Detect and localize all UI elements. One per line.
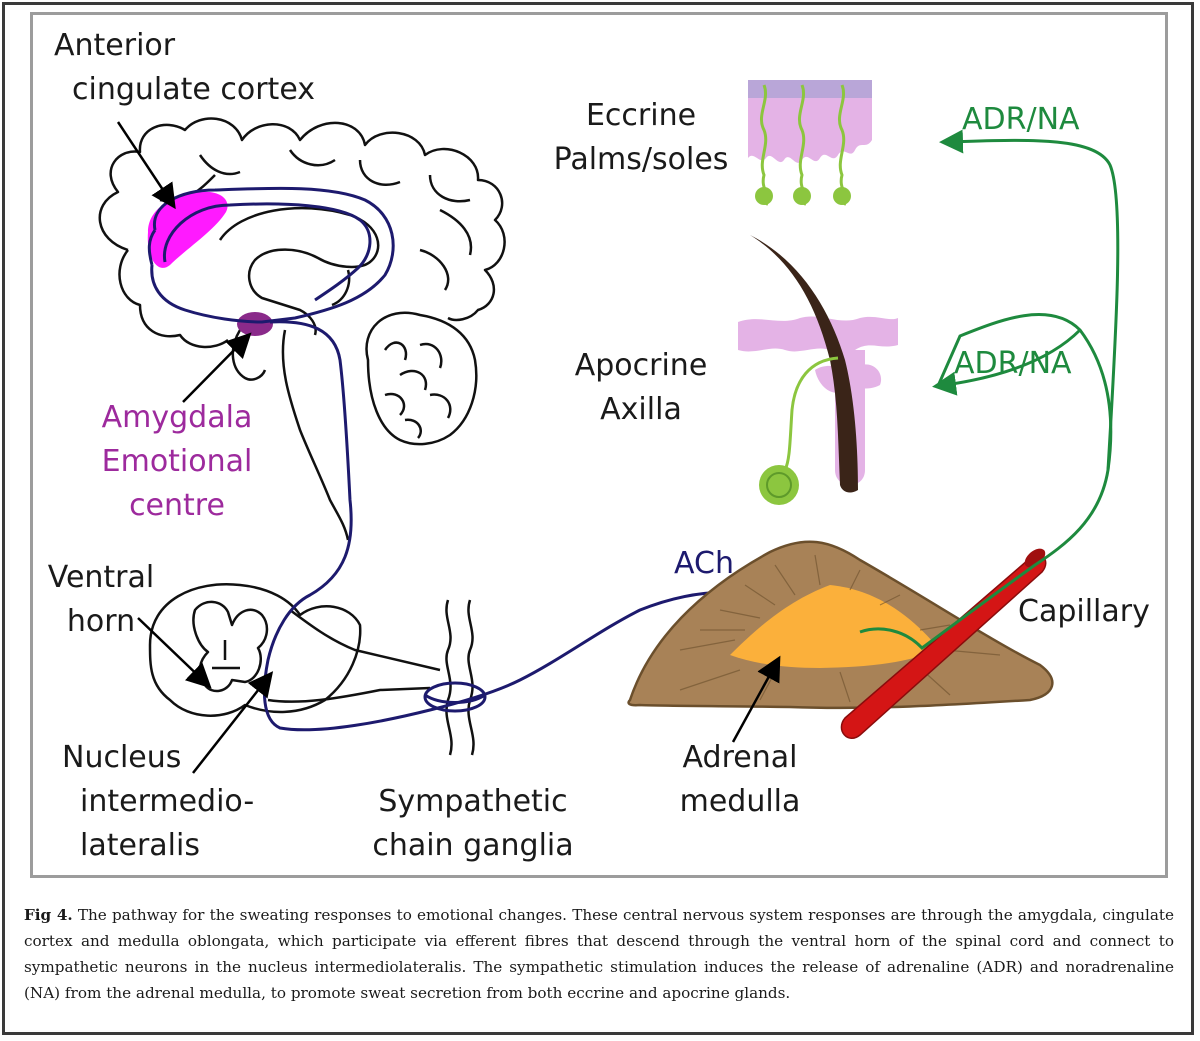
eccrine-gland xyxy=(748,80,872,206)
acc-pointer xyxy=(116,121,176,210)
adr-na-arrow-top xyxy=(939,129,1120,471)
adr-na-pathway xyxy=(859,313,1113,650)
label-ach: ACh xyxy=(674,546,734,581)
adrenal-gland xyxy=(627,540,1054,710)
label-adrenal-medulla: Adrenal medulla xyxy=(679,740,801,819)
label-adr-na-top: ADR/NA xyxy=(962,102,1080,137)
amygdala-pointer xyxy=(182,332,252,403)
label-ventral-horn: Ventral horn xyxy=(47,560,155,639)
cingulate-highlight xyxy=(147,191,228,268)
ganglion-connector xyxy=(424,693,486,704)
ventral-horn-pointer xyxy=(137,617,212,689)
nerve-pathway xyxy=(147,186,790,732)
caption-text: The pathway for the sweating responses t… xyxy=(24,906,1174,1002)
ganglion-ellipse xyxy=(423,681,487,713)
label-capillary: Capillary xyxy=(1018,594,1150,629)
caption-label: Fig 4. xyxy=(24,906,73,924)
figure-panel xyxy=(30,12,1168,878)
nucleus-pointer xyxy=(192,671,274,774)
adr-na-arrow-mid xyxy=(932,328,1082,396)
label-adr-na-mid: ADR/NA xyxy=(954,346,1072,381)
label-anterior-cingulate-cortex: Anterior cingulate cortex xyxy=(54,28,316,107)
adrenal-pointer xyxy=(731,655,781,743)
label-eccrine: Eccrine Palms/soles xyxy=(553,98,729,177)
label-nucleus-intermediolateralis: Nucleus intermedio- lateralis xyxy=(62,740,255,863)
apocrine-gland xyxy=(738,235,898,505)
label-sympathetic-chain-ganglia: Sympathetic chain ganglia xyxy=(372,784,574,863)
label-apocrine: Apocrine Axilla xyxy=(574,348,708,427)
nerve-inner-loop xyxy=(162,202,372,302)
amygdala-highlight xyxy=(237,312,273,336)
figure-caption: Fig 4. The pathway for the sweating resp… xyxy=(24,902,1174,1006)
label-amygdala: Amygdala Emotional centre xyxy=(101,400,253,523)
spinal-cord xyxy=(148,583,475,756)
